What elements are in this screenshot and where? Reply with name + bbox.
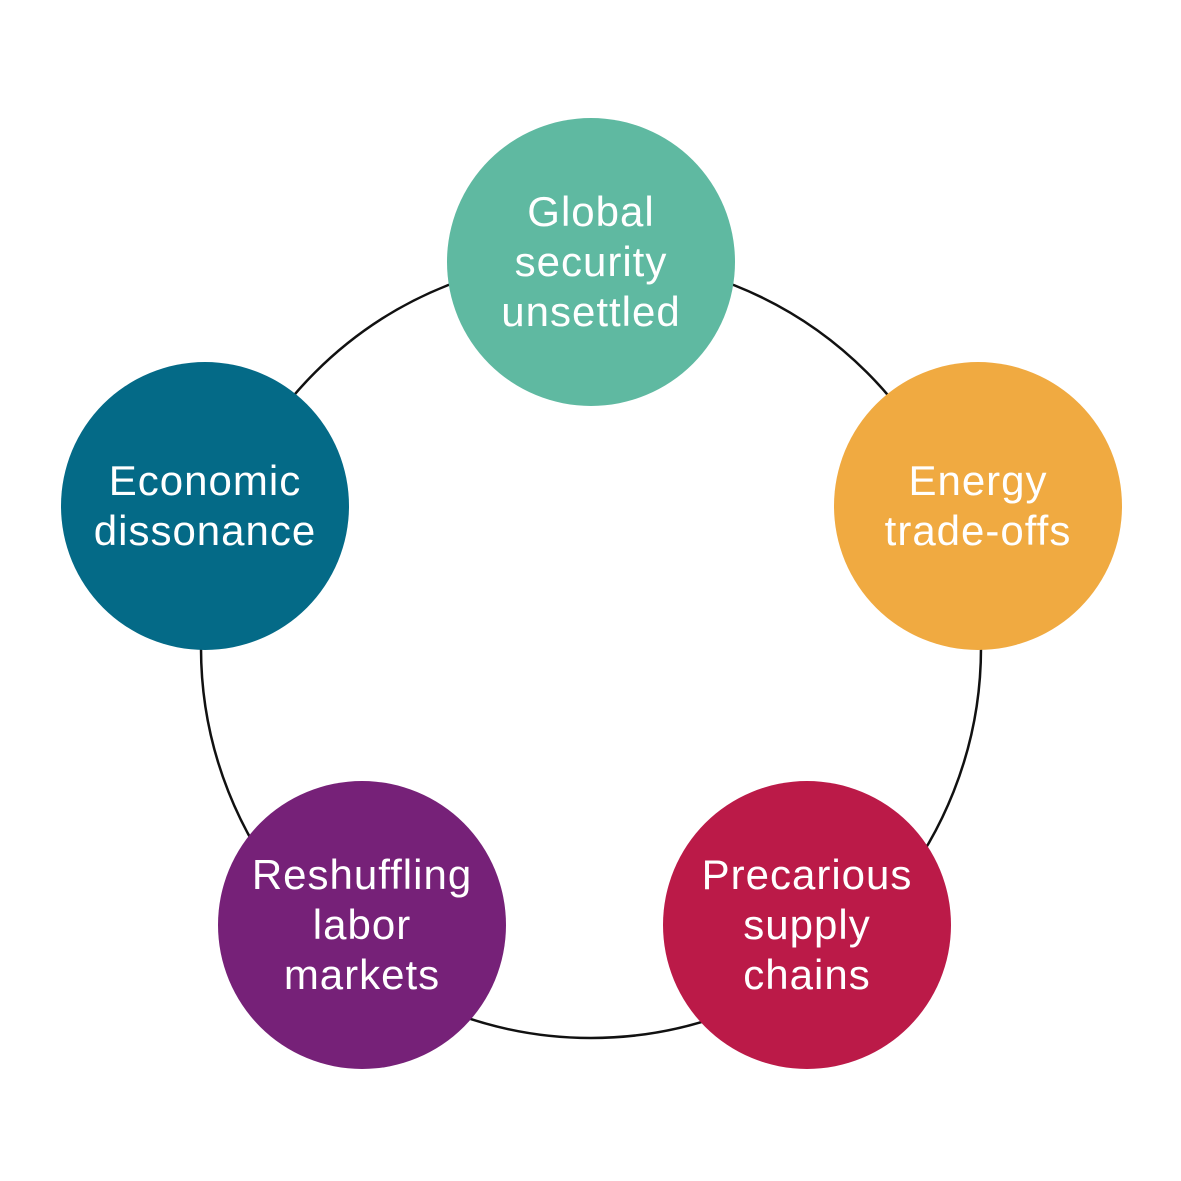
node-label: Reshuffling labor markets	[251, 851, 473, 998]
node-energy-trade-offs: Energy trade-offs	[834, 362, 1122, 650]
node-labor-markets: Reshuffling labor markets	[218, 781, 506, 1069]
node-label: Precarious supply chains	[701, 851, 913, 998]
node-label: Global security unsettled	[501, 188, 681, 335]
node-supply-chains: Precarious supply chains	[663, 781, 951, 1069]
node-label: Economic dissonance	[93, 457, 317, 554]
node-economic-dissonance: Economic dissonance	[61, 362, 349, 650]
node-global-security: Global security unsettled	[447, 118, 735, 406]
node-label: Energy trade-offs	[884, 457, 1072, 554]
